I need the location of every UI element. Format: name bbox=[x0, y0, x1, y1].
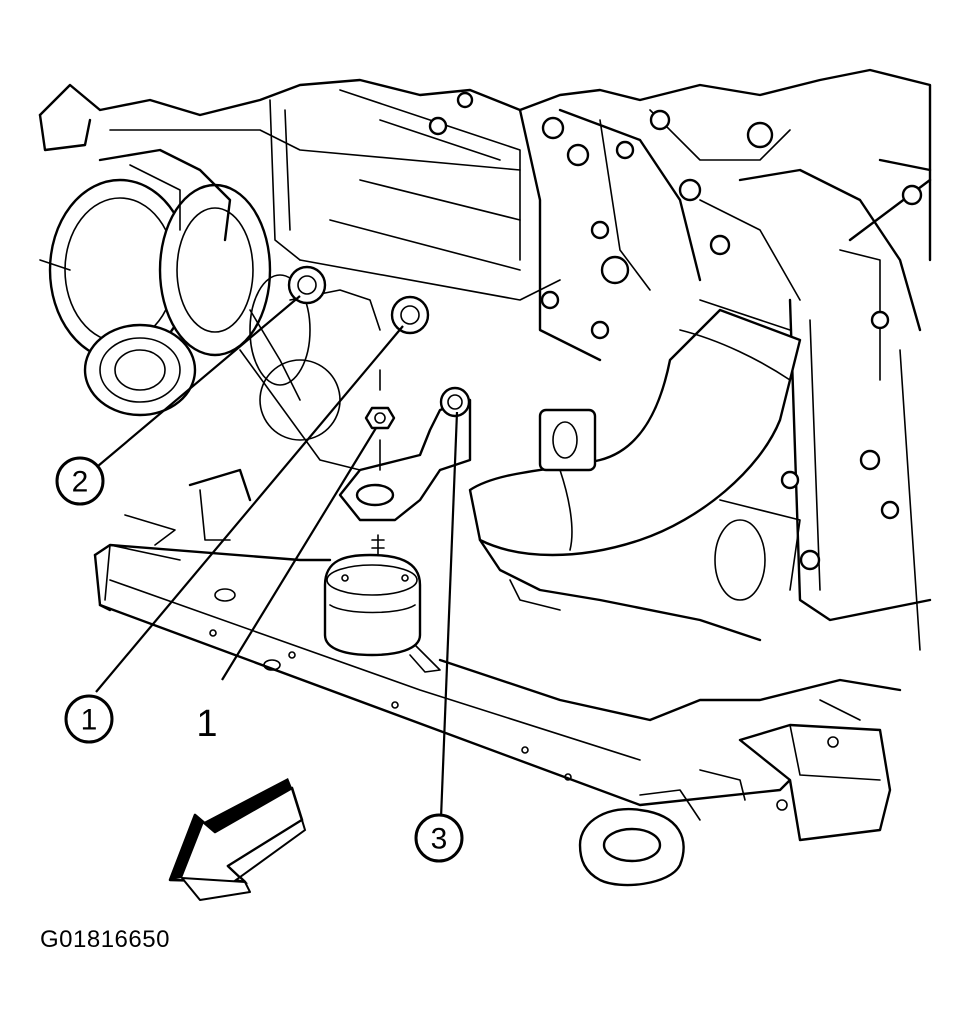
callout-3-label: 3 bbox=[431, 823, 448, 856]
engine-mount bbox=[323, 534, 441, 673]
plain-label-1: 1 bbox=[196, 703, 217, 745]
callout-2-label: 2 bbox=[72, 466, 89, 499]
callout-3: 3 bbox=[414, 813, 464, 863]
subframe bbox=[93, 468, 902, 887]
mount-bracket bbox=[249, 289, 472, 522]
bolt-1 bbox=[390, 295, 430, 335]
mount-nut bbox=[364, 369, 396, 471]
bolt-3 bbox=[439, 386, 471, 418]
figure-code: G01816650 bbox=[40, 926, 170, 953]
callout-2: 2 bbox=[55, 456, 105, 506]
callout-1-left: 1 bbox=[64, 694, 114, 744]
bolt-2 bbox=[287, 265, 327, 305]
leader-lines bbox=[95, 295, 459, 819]
callout-1-left-label: 1 bbox=[81, 704, 98, 737]
engine-block bbox=[38, 68, 932, 651]
exhaust-pipe bbox=[468, 299, 802, 642]
direction-arrow-icon bbox=[168, 778, 307, 901]
accessory-pulleys bbox=[39, 148, 361, 471]
